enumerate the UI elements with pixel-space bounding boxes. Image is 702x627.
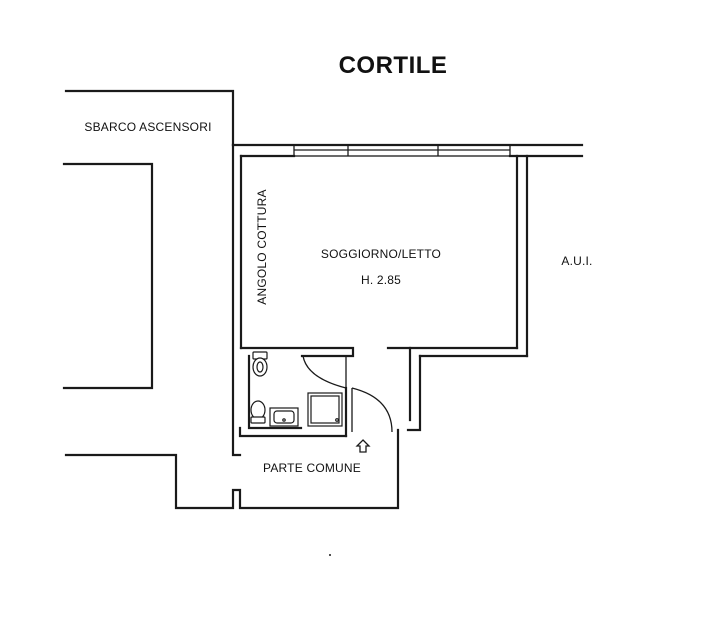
door-swings bbox=[302, 355, 393, 433]
top-windows bbox=[293, 144, 511, 157]
elevator-landing-label: SBARCO ASCENSORI bbox=[84, 120, 211, 134]
apartment-walls bbox=[231, 143, 584, 457]
ceiling-height-label: H. 2.85 bbox=[361, 273, 401, 287]
kitchen-corner-label: ANGOLO COTTURA bbox=[255, 189, 269, 304]
elevator-landing-walls bbox=[62, 89, 400, 510]
shower-tray-icon bbox=[307, 392, 343, 427]
other-unit-label: A.U.I. bbox=[561, 254, 592, 268]
misc-marks bbox=[329, 554, 331, 556]
courtyard-label: CORTILE bbox=[339, 52, 448, 79]
common-area-label: PARTE COMUNE bbox=[263, 461, 361, 475]
living-bedroom-label: SOGGIORNO/LETTO bbox=[321, 247, 441, 261]
bathroom-partition bbox=[238, 346, 355, 438]
toilet-icon bbox=[252, 351, 268, 377]
washbasin-icon bbox=[269, 407, 299, 427]
entrance-arrow-icon bbox=[355, 439, 371, 453]
bidet-icon bbox=[250, 400, 266, 424]
